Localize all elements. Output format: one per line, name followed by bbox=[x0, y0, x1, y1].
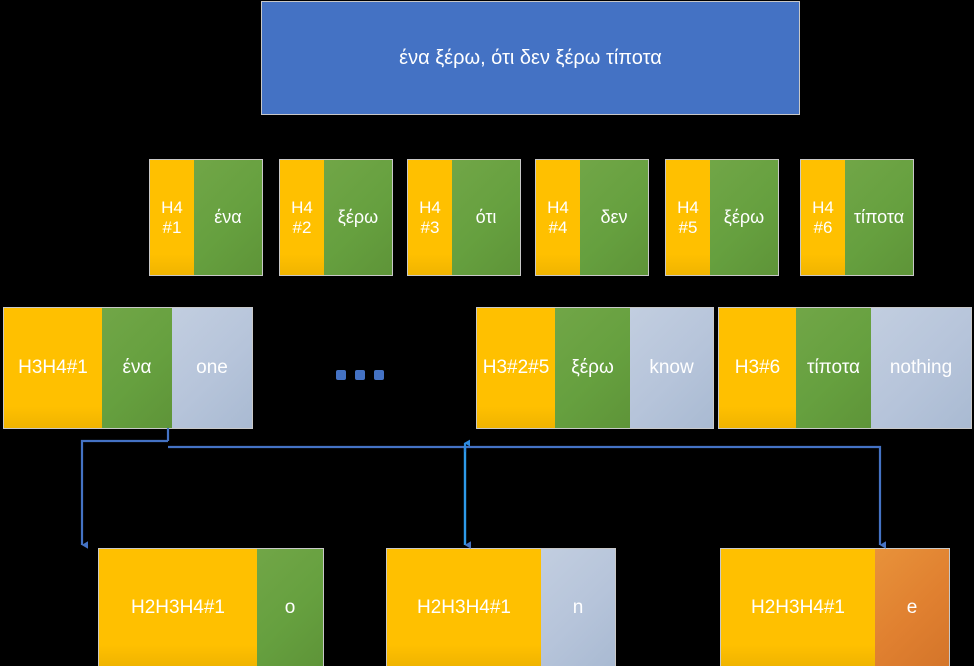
sentence-title-box: ένα ξέρω, ότι δεν ξέρω τίποτα bbox=[262, 2, 799, 114]
h3-node-1-hash: H3H4#1 bbox=[4, 308, 102, 428]
h3-node-3-translation: nothing bbox=[871, 308, 971, 428]
h4-node-6[interactable]: H4 #6 τίποτα bbox=[801, 160, 913, 275]
h3-node-2-token: ξέρω bbox=[555, 308, 630, 428]
h3-node-2-hash: H3#2#5 bbox=[477, 308, 555, 428]
h4-node-6-token: τίποτα bbox=[845, 160, 913, 275]
h2-node-3-hash: H2H3H4#1 bbox=[721, 549, 875, 666]
h2-node-1-letter: o bbox=[257, 549, 323, 666]
connector-to-h2-node-1 bbox=[80, 439, 168, 549]
h4-node-5-token: ξέρω bbox=[710, 160, 778, 275]
ellipsis-dot-1 bbox=[336, 370, 346, 380]
h2-node-3-letter: e bbox=[875, 549, 949, 666]
h3-node-1-token: ένα bbox=[102, 308, 172, 428]
h4-node-4-token: δεν bbox=[580, 160, 648, 275]
h3-node-3[interactable]: H3#6 τίποτα nothing bbox=[719, 308, 971, 428]
h4-node-3-hash: H4 #3 bbox=[408, 160, 452, 275]
h3-node-1-translation: one bbox=[172, 308, 252, 428]
h3-node-3-token: τίποτα bbox=[796, 308, 871, 428]
h4-node-1[interactable]: H4 #1 ένα bbox=[150, 160, 262, 275]
h2-node-3[interactable]: H2H3H4#1 e bbox=[721, 549, 949, 666]
h2-node-2-hash: H2H3H4#1 bbox=[387, 549, 541, 666]
ellipsis-dot-3 bbox=[374, 370, 384, 380]
ellipsis-dot-2 bbox=[355, 370, 365, 380]
h2-node-2-letter: n bbox=[541, 549, 615, 666]
h3-node-2[interactable]: H3#2#5 ξέρω know bbox=[477, 308, 713, 428]
h4-node-2-hash: H4 #2 bbox=[280, 160, 324, 275]
h4-node-1-token: ένα bbox=[194, 160, 262, 275]
h4-node-5-hash: H4 #5 bbox=[666, 160, 710, 275]
connector-to-h2-node-3 bbox=[168, 445, 887, 549]
ellipsis-indicator bbox=[336, 369, 384, 381]
h4-node-3-token: ότι bbox=[452, 160, 520, 275]
h4-node-4-hash: H4 #4 bbox=[536, 160, 580, 275]
h4-node-2[interactable]: H4 #2 ξέρω bbox=[280, 160, 392, 275]
sentence-title-text: ένα ξέρω, ότι δεν ξέρω τίποτα bbox=[399, 46, 662, 69]
h4-node-3[interactable]: H4 #3 ότι bbox=[408, 160, 520, 275]
h4-node-4[interactable]: H4 #4 δεν bbox=[536, 160, 648, 275]
h2-node-1-hash: H2H3H4#1 bbox=[99, 549, 257, 666]
h4-node-6-hash: H4 #6 bbox=[801, 160, 845, 275]
h3-node-2-translation: know bbox=[630, 308, 713, 428]
h4-node-1-hash: H4 #1 bbox=[150, 160, 194, 275]
h3-node-1[interactable]: H3H4#1 ένα one bbox=[4, 308, 252, 428]
h4-node-5[interactable]: H4 #5 ξέρω bbox=[666, 160, 778, 275]
h4-node-2-token: ξέρω bbox=[324, 160, 392, 275]
h3-node-3-hash: H3#6 bbox=[719, 308, 796, 428]
h2-node-1[interactable]: H2H3H4#1 o bbox=[99, 549, 323, 666]
h2-node-2[interactable]: H2H3H4#1 n bbox=[387, 549, 615, 666]
